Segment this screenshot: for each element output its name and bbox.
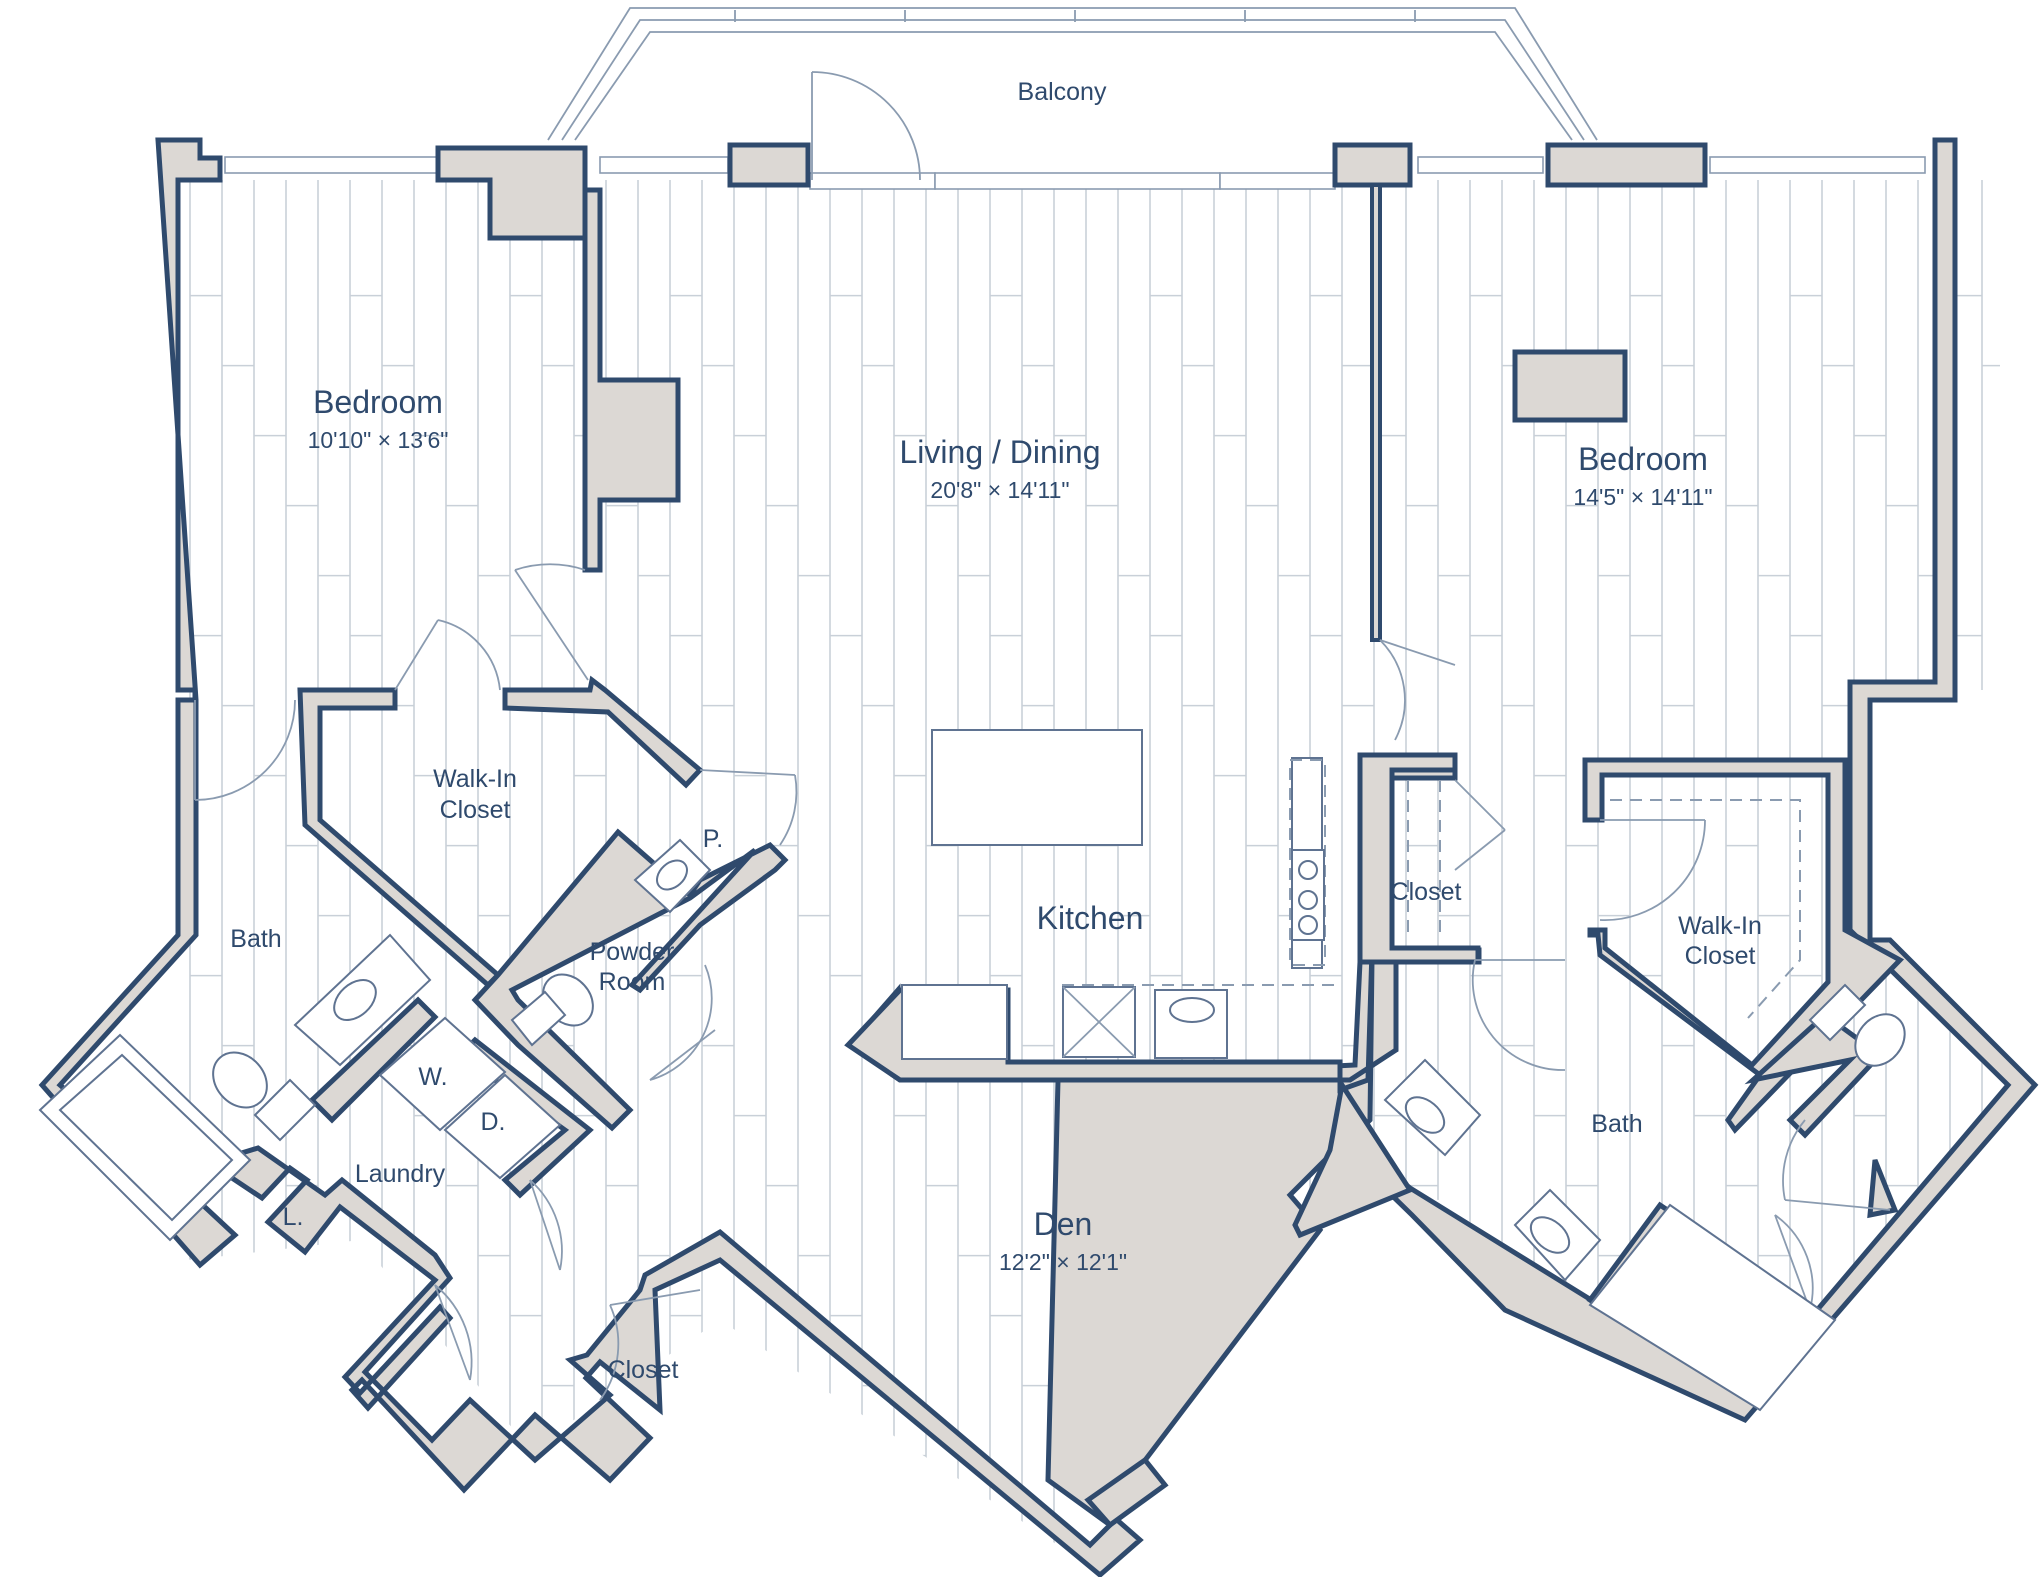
bedroom-left-label: Bedroom — [313, 384, 443, 420]
closet-right-label: Closet — [1391, 878, 1462, 906]
bedroom-right-label: Bedroom — [1578, 441, 1708, 477]
laundry-label: Laundry — [355, 1160, 446, 1188]
bath-right-label: Bath — [1591, 1110, 1642, 1138]
bedroom-left-dims: 10'10" × 13'6" — [308, 427, 449, 453]
den-dims: 12'2" × 12'1" — [999, 1249, 1127, 1275]
powder-label-1: Powder — [590, 938, 675, 966]
walls — [38, 137, 2039, 1577]
bath-left-label: Bath — [230, 925, 281, 953]
den-label: Den — [1034, 1206, 1093, 1242]
walkin-right-label-2: Closet — [1685, 942, 1756, 970]
closet-bottom-label: Closet — [608, 1356, 679, 1384]
kitchen-label: Kitchen — [1037, 900, 1144, 936]
living-dining-dims: 20'8" × 14'11" — [930, 477, 1069, 503]
living-dining-label: Living / Dining — [900, 434, 1101, 470]
windows — [224, 156, 1926, 190]
room-labels: Balcony Bedroom 10'10" × 13'6" Living / … — [230, 78, 1762, 1384]
pantry-label: P. — [703, 825, 723, 853]
linen-label: L. — [283, 1203, 304, 1231]
balcony — [547, 7, 1598, 141]
walkin-left-label-1: Walk-In — [433, 765, 517, 793]
walkin-right-label-1: Walk-In — [1678, 912, 1762, 940]
powder-label-2: Room — [599, 968, 666, 996]
walkin-left-label-2: Closet — [440, 796, 511, 824]
fixtures — [38, 729, 1906, 1412]
bedroom-right-dims: 14'5" × 14'11" — [1573, 484, 1712, 510]
dryer-label: D. — [481, 1108, 506, 1136]
doors — [194, 71, 1891, 1401]
balcony-label: Balcony — [1018, 78, 1107, 106]
washer-label: W. — [418, 1063, 447, 1091]
